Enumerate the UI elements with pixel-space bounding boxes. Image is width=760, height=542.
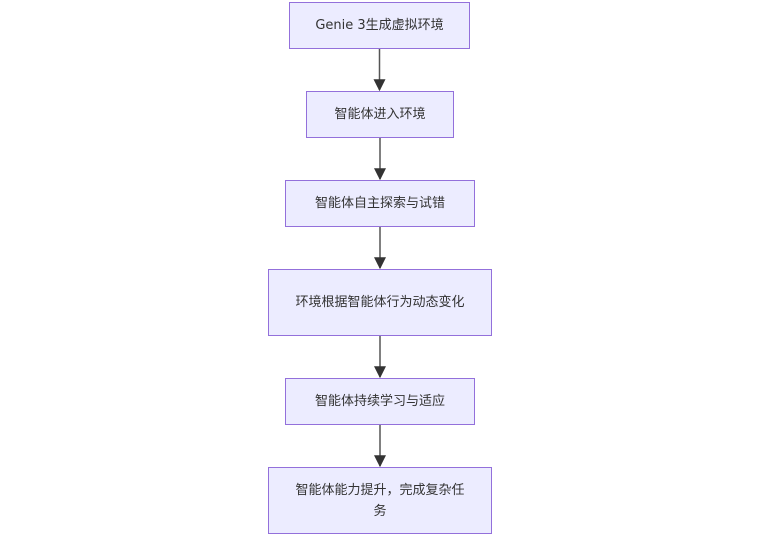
node-label: 智能体能力提升，完成复杂任务 [295, 482, 465, 519]
node-label: Genie 3生成虚拟环境 [315, 18, 444, 33]
node-label: 智能体自主探索与试错 [314, 196, 445, 211]
flow-node-agent-improves: 智能体能力提升，完成复杂任务 [268, 467, 492, 534]
flow-node-agent-enters: 智能体进入环境 [306, 91, 454, 138]
flow-node-environment-changes: 环境根据智能体行为动态变化 [268, 269, 492, 336]
node-label: 智能体持续学习与适应 [314, 394, 445, 409]
flow-node-agent-learns: 智能体持续学习与适应 [285, 378, 475, 425]
flow-node-generate-environment: Genie 3生成虚拟环境 [289, 2, 470, 49]
flow-node-agent-explores: 智能体自主探索与试错 [285, 180, 475, 227]
node-label: 环境根据智能体行为动态变化 [295, 295, 465, 310]
node-label: 智能体进入环境 [334, 107, 426, 122]
